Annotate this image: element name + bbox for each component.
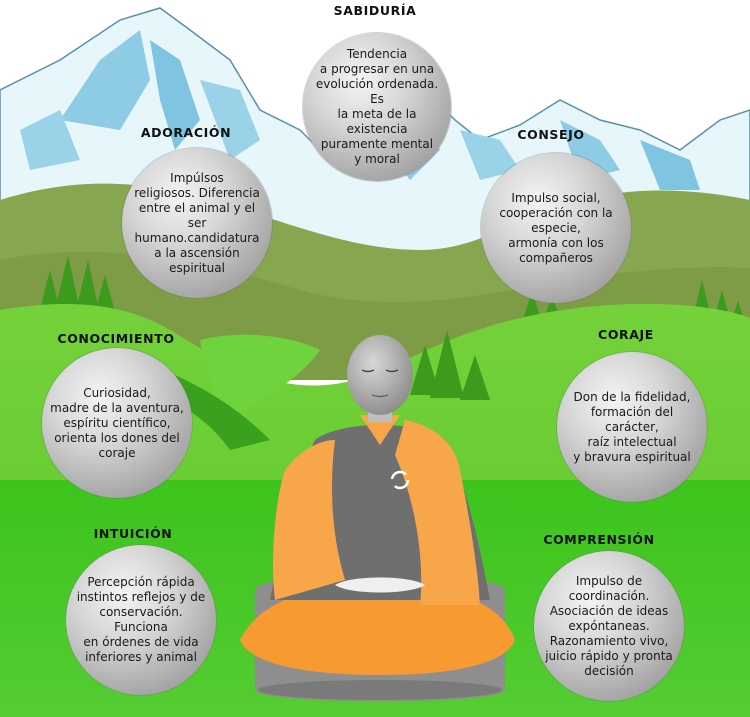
meditating-monk	[240, 335, 515, 702]
title-conocimiento: CONOCIMIENTO	[57, 331, 175, 346]
title-intuicion: INTUICIÓN	[93, 526, 173, 541]
bubble-comprension: Impulso de coordinación. Asociación de i…	[534, 551, 684, 701]
title-coraje: CORAJE	[598, 327, 654, 342]
bubble-conocimiento: Curiosidad, madre de la aventura, espíri…	[42, 348, 192, 498]
bubble-text-coraje: Don de la fidelidad, formación del carác…	[573, 389, 691, 464]
bubble-sabiduria: Tendencia a progresar en una evolución o…	[303, 33, 451, 181]
bubble-consejo: Impulso social, cooperación con la espec…	[481, 153, 631, 303]
bubble-text-adoracion: Impúlsos religiosos. Diferencia entre el…	[134, 170, 260, 275]
bubble-text-consejo: Impulso social, cooperación con la espec…	[499, 190, 613, 265]
title-comprension: COMPRENSIÓN	[543, 532, 655, 547]
bubble-text-conocimiento: Curiosidad, madre de la aventura, espíri…	[50, 385, 184, 460]
bubble-intuicion: Percepción rápida instintos reflejos y d…	[66, 545, 216, 695]
bubble-coraje: Don de la fidelidad, formación del carác…	[557, 352, 707, 502]
bubble-adoracion: Impúlsos religiosos. Diferencia entre el…	[122, 148, 272, 298]
bubble-text-intuicion: Percepción rápida instintos reflejos y d…	[76, 575, 206, 664]
bubble-text-comprension: Impulso de coordinación. Asociación de i…	[545, 573, 673, 678]
title-sabiduria: SABIDURÍA	[333, 3, 417, 18]
title-adoracion: ADORACIÓN	[140, 125, 232, 140]
title-consejo: CONSEJO	[517, 127, 585, 142]
bubble-text-sabiduria: Tendencia a progresar en una evolución o…	[315, 47, 439, 166]
tree-cluster-left	[40, 255, 115, 315]
